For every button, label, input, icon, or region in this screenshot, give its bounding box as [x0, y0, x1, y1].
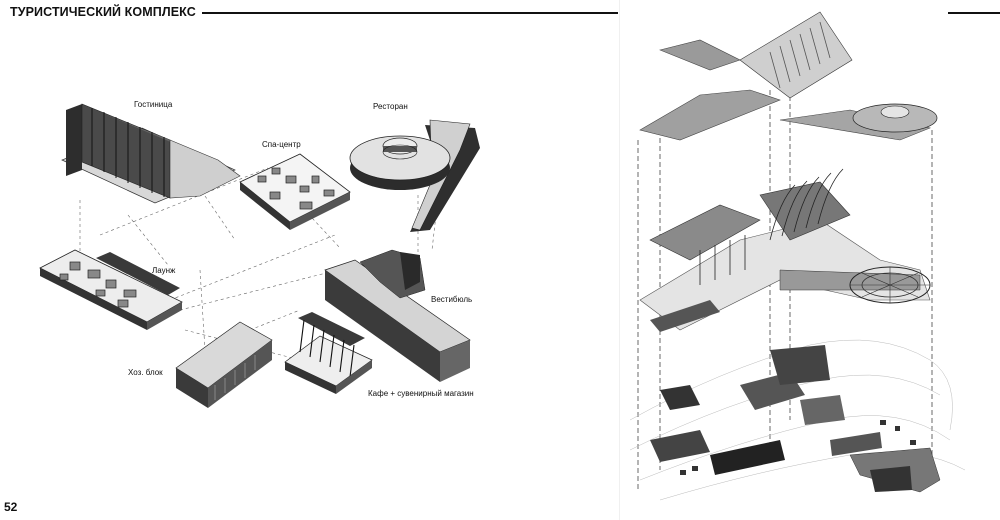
left-page: ТУРИСТИЧЕСКИЙ КОМПЛЕКС 52 — [4, 5, 618, 514]
restaurant-model — [349, 119, 480, 232]
header-rule — [202, 12, 618, 14]
label-lounge: Лаунж — [152, 266, 176, 275]
exploded-axonometric-drawing — [39, 103, 480, 408]
utility-model — [175, 321, 273, 408]
label-restaurant: Ресторан — [373, 102, 408, 111]
label-utility: Хоз. блок — [128, 368, 163, 377]
page-header-title: ТУРИСТИЧЕСКИЙ КОМПЛЕКС — [10, 5, 196, 19]
dashed-guide-lines — [79, 167, 441, 361]
label-cafe: Кафе + сувенирный магазин — [368, 389, 474, 398]
roof-layer — [639, 11, 938, 141]
lounge-model — [39, 249, 183, 330]
site-plan-layer — [629, 339, 966, 501]
label-hotel: Гостиница — [134, 100, 173, 109]
page-number: 52 — [4, 500, 18, 514]
label-lobby: Вестибюль — [431, 295, 473, 304]
label-spa: Спа-центр — [262, 140, 301, 149]
layered-exploded-diagram — [629, 11, 966, 501]
hotel-model — [61, 103, 241, 204]
header-rule-right — [948, 12, 1000, 14]
cafe-model — [284, 312, 373, 394]
lobby-model — [324, 249, 471, 382]
page-gutter — [619, 0, 620, 520]
spa-center-model — [239, 153, 351, 230]
right-page — [620, 0, 1000, 520]
structure-layer — [639, 168, 931, 332]
